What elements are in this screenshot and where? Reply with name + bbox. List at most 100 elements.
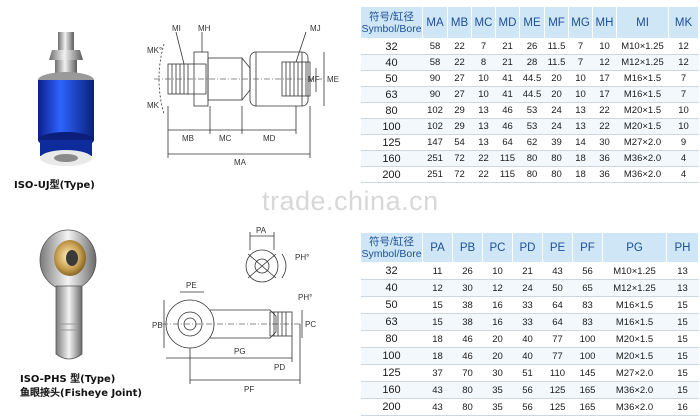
value-cell: 80 bbox=[544, 166, 569, 183]
fisheye-joint-drawing: PA PH° PH° PE PC PB PG PD PF bbox=[150, 224, 325, 396]
value-cell: M12×1.25 bbox=[602, 279, 667, 297]
value-cell: 13 bbox=[666, 279, 699, 297]
value-cell: 72 bbox=[447, 166, 472, 183]
value-cell: 21 bbox=[512, 262, 543, 280]
value-cell: 28 bbox=[519, 54, 545, 71]
bore-cell: 63 bbox=[360, 313, 423, 331]
value-cell: M36×2.0 bbox=[616, 166, 669, 183]
value-cell: 29 bbox=[447, 102, 472, 119]
label-mj: MJ bbox=[310, 24, 321, 33]
value-cell: 12 bbox=[592, 54, 617, 71]
value-cell: M20×1.5 bbox=[602, 330, 667, 348]
value-cell: 80 bbox=[452, 398, 483, 416]
label-mi: MI bbox=[172, 24, 181, 33]
value-cell: 22 bbox=[592, 102, 617, 119]
value-cell: 46 bbox=[495, 102, 520, 119]
value-cell: 11.5 bbox=[544, 54, 569, 71]
value-cell: 15 bbox=[666, 347, 699, 365]
label-md: MD bbox=[263, 134, 276, 143]
value-cell: 33 bbox=[512, 313, 543, 331]
value-cell: 165 bbox=[572, 381, 603, 399]
value-cell: M27×2.0 bbox=[602, 364, 667, 382]
col-header: PD bbox=[512, 232, 543, 263]
value-cell: 13 bbox=[568, 102, 593, 119]
value-cell: 10 bbox=[592, 38, 617, 55]
value-cell: 7 bbox=[568, 38, 593, 55]
value-cell: 145 bbox=[572, 364, 603, 382]
col-header: MB bbox=[447, 6, 472, 39]
value-cell: 24 bbox=[544, 102, 569, 119]
bore-cell: 80 bbox=[360, 102, 423, 119]
value-cell: 18 bbox=[422, 330, 453, 348]
bore-cell: 50 bbox=[360, 296, 423, 314]
col-header: PA bbox=[422, 232, 453, 263]
value-cell: 54 bbox=[447, 134, 472, 151]
value-cell: 4 bbox=[668, 166, 699, 183]
value-cell: 115 bbox=[495, 150, 520, 167]
value-cell: 15 bbox=[666, 313, 699, 331]
bore-cell: 125 bbox=[360, 364, 423, 382]
value-cell: 46 bbox=[452, 330, 483, 348]
value-cell: 125 bbox=[542, 381, 573, 399]
value-cell: M16×1.5 bbox=[616, 86, 669, 103]
bore-cell: 100 bbox=[360, 118, 423, 135]
value-cell: M10×1.25 bbox=[616, 38, 669, 55]
value-cell: 64 bbox=[542, 313, 573, 331]
value-cell: 35 bbox=[482, 381, 513, 399]
value-cell: 165 bbox=[572, 398, 603, 416]
value-cell: 43 bbox=[422, 398, 453, 416]
value-cell: 46 bbox=[452, 347, 483, 365]
label-pf: PF bbox=[244, 385, 254, 394]
value-cell: M27×2.0 bbox=[616, 134, 669, 151]
value-cell: 24 bbox=[512, 279, 543, 297]
value-cell: 15 bbox=[666, 296, 699, 314]
value-cell: 39 bbox=[544, 134, 569, 151]
value-cell: 26 bbox=[452, 262, 483, 280]
label-pe: PE bbox=[186, 281, 197, 290]
value-cell: 10 bbox=[668, 118, 699, 135]
value-cell: 90 bbox=[422, 86, 448, 103]
value-cell: M10×1.25 bbox=[602, 262, 667, 280]
value-cell: 62 bbox=[519, 134, 545, 151]
value-cell: 147 bbox=[422, 134, 448, 151]
value-cell: 56 bbox=[572, 262, 603, 280]
value-cell: 18 bbox=[568, 150, 593, 167]
value-cell: 9 bbox=[668, 134, 699, 151]
value-cell: 58 bbox=[422, 54, 448, 71]
label-me: ME bbox=[327, 75, 339, 84]
value-cell: 251 bbox=[422, 166, 448, 183]
value-cell: 56 bbox=[512, 398, 543, 416]
bore-cell: 125 bbox=[360, 134, 423, 151]
value-cell: 22 bbox=[447, 38, 472, 55]
col-header: MF bbox=[544, 6, 569, 39]
value-cell: 10 bbox=[568, 86, 593, 103]
value-cell: 38 bbox=[452, 313, 483, 331]
bore-cell: 160 bbox=[360, 381, 423, 399]
value-cell: 30 bbox=[452, 279, 483, 297]
value-cell: 80 bbox=[519, 166, 545, 183]
phs-type-caption: ISO-PHS 型(Type) bbox=[20, 374, 116, 385]
value-cell: 15 bbox=[666, 381, 699, 399]
value-cell: 72 bbox=[447, 150, 472, 167]
value-cell: 38 bbox=[452, 296, 483, 314]
bore-cell: 40 bbox=[360, 279, 423, 297]
value-cell: 90 bbox=[422, 70, 448, 87]
value-cell: 83 bbox=[572, 296, 603, 314]
col-header: PB bbox=[452, 232, 483, 263]
value-cell: 12 bbox=[668, 38, 699, 55]
value-cell: 21 bbox=[495, 38, 520, 55]
value-cell: M36×2.0 bbox=[602, 398, 667, 416]
